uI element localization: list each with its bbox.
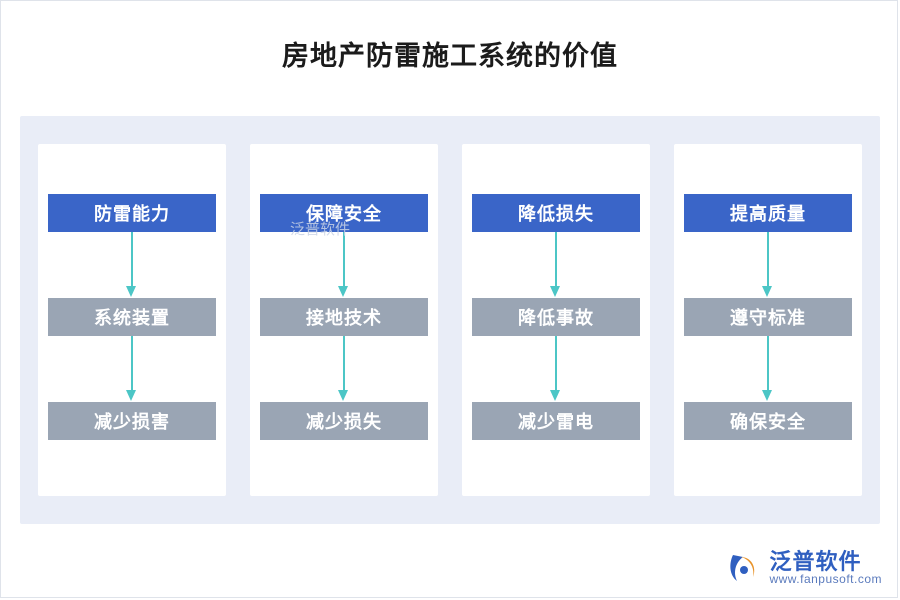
- arrow-down-icon: [334, 336, 354, 402]
- arrow-down-icon: [758, 232, 778, 298]
- arrow-down-icon: [546, 232, 566, 298]
- step-node-2-2[interactable]: 减少损失: [260, 402, 428, 440]
- diagram-columns: 防雷能力 系统装置 减少损害 保障安全 接地技术 减少损失 降低损失 降低事故 …: [20, 116, 880, 524]
- diagram-column-2: 保障安全 接地技术 减少损失: [250, 144, 438, 496]
- step-node-1-2[interactable]: 减少损害: [48, 402, 216, 440]
- diagram-column-1: 防雷能力 系统装置 减少损害: [38, 144, 226, 496]
- diagram-column-4: 提高质量 遵守标准 确保安全: [674, 144, 862, 496]
- arrow-down-icon: [334, 232, 354, 298]
- arrow-down-icon: [546, 336, 566, 402]
- head-node-3[interactable]: 降低损失: [472, 194, 640, 232]
- page-title: 房地产防雷施工系统的价值: [282, 41, 618, 71]
- head-node-4[interactable]: 提高质量: [684, 194, 852, 232]
- step-node-1-1[interactable]: 系统装置: [48, 298, 216, 336]
- arrow-down-icon: [122, 232, 142, 298]
- brand-logo: 泛普软件 www.fanpusoft.com: [727, 550, 882, 586]
- diagram-column-3: 降低损失 降低事故 减少雷电: [462, 144, 650, 496]
- logo-mark-icon: [727, 551, 761, 585]
- step-node-4-1[interactable]: 遵守标准: [684, 298, 852, 336]
- arrow-down-icon: [758, 336, 778, 402]
- logo-url: www.fanpusoft.com: [769, 572, 882, 587]
- logo-name: 泛普软件: [769, 549, 862, 575]
- head-node-2[interactable]: 保障安全: [260, 194, 428, 232]
- step-node-3-2[interactable]: 减少雷电: [472, 402, 640, 440]
- step-node-4-2[interactable]: 确保安全: [684, 402, 852, 440]
- arrow-down-icon: [122, 336, 142, 402]
- step-node-3-1[interactable]: 降低事故: [472, 298, 640, 336]
- head-node-1[interactable]: 防雷能力: [48, 194, 216, 232]
- step-node-2-1[interactable]: 接地技术: [260, 298, 428, 336]
